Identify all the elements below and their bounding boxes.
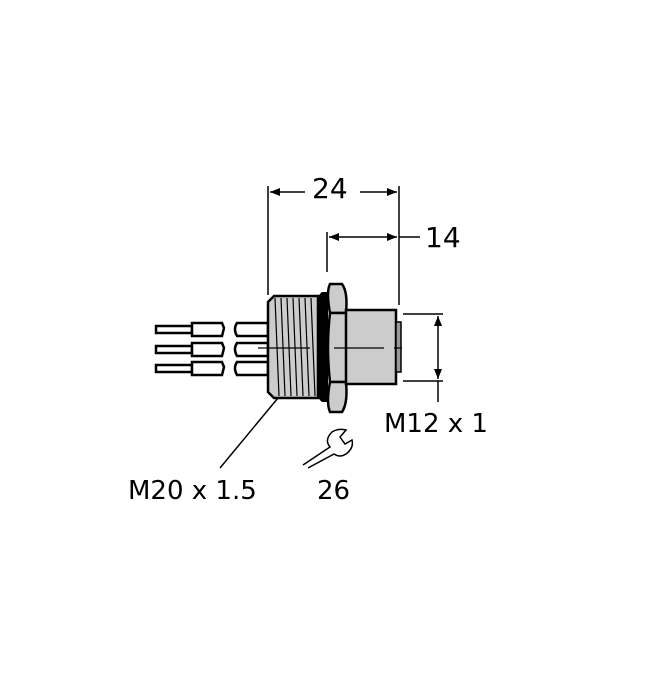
wire [154, 321, 270, 338]
hex-nut [326, 282, 350, 414]
dimension-14-lines [326, 232, 420, 272]
wire [154, 360, 270, 377]
o-ring [317, 292, 328, 402]
dimension-24-label: 24 [312, 172, 348, 205]
leader-m20 [219, 397, 279, 469]
dimension-14-label: 14 [425, 221, 461, 254]
front-body [344, 308, 398, 386]
threaded-body [266, 294, 320, 400]
wrench-size-label: 26 [317, 476, 351, 506]
dimension-m12-lines [403, 313, 443, 402]
front-face [395, 321, 402, 373]
wrench-icon [302, 428, 354, 469]
wire [154, 341, 270, 358]
mounting-thread-label: M20 x 1.5 [128, 476, 257, 506]
front-thread-label: M12 x 1 [384, 409, 488, 439]
wires [154, 321, 270, 377]
dimension-24-lines [267, 186, 400, 305]
